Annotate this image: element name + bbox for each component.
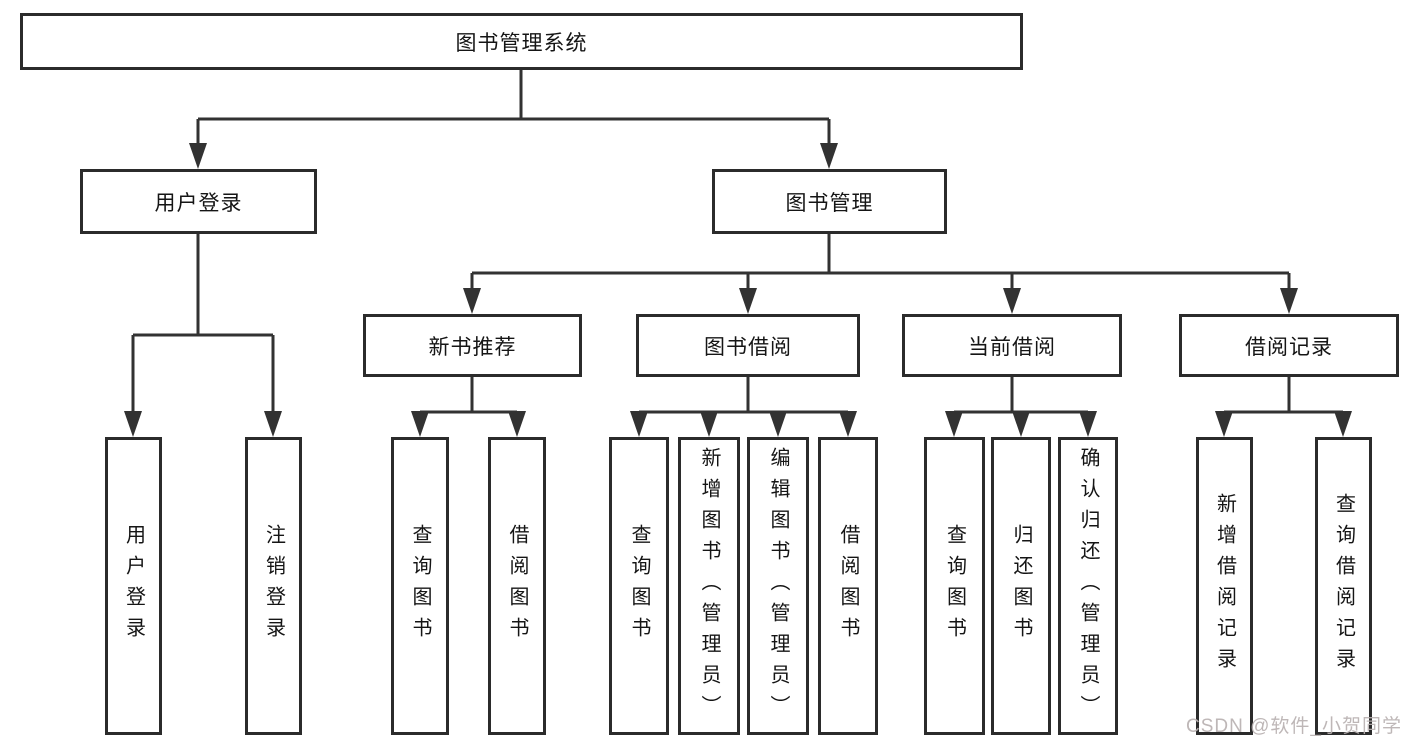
node-label: 查询图书: [628, 524, 650, 648]
connector-borrowing-records-children: [1215, 377, 1352, 437]
node-label: 编辑图书（管理员）: [767, 446, 789, 726]
node-label: 查询图书: [409, 524, 431, 648]
node-label: 新增借阅记录: [1213, 493, 1236, 679]
connector-user-login-children: [124, 234, 282, 437]
leaf-user-login: 用户登录: [105, 437, 162, 735]
leaf-query-books-recommend: 查询图书: [391, 437, 449, 735]
connector-book-management-children: [463, 234, 1298, 314]
leaf-logout: 注销登录: [245, 437, 302, 735]
node-label: 借阅图书: [506, 524, 528, 648]
leaf-edit-books-admin: 编辑图书（管理员）: [747, 437, 809, 735]
node-book-management: 图书管理: [712, 169, 947, 234]
arrow-down-icon: [1003, 288, 1021, 314]
node-label: 查询图书: [943, 524, 966, 648]
arrow-down-icon: [820, 143, 838, 169]
connector-current-borrowing-children: [945, 377, 1097, 437]
leaf-borrow-books-recommend: 借阅图书: [488, 437, 546, 735]
connector-book-borrowing-children: [630, 377, 857, 437]
node-borrowing-records: 借阅记录: [1179, 314, 1399, 377]
arrow-down-icon: [1012, 411, 1030, 437]
connector-new-book-recommend-children: [411, 377, 526, 437]
arrow-down-icon: [1079, 411, 1097, 437]
node-label: 图书管理系统: [455, 31, 588, 55]
arrow-down-icon: [463, 288, 481, 314]
node-label: 新书推荐: [428, 335, 517, 359]
node-label: 注销登录: [262, 524, 285, 648]
arrow-down-icon: [1215, 411, 1233, 437]
arrow-down-icon: [411, 411, 429, 437]
leaf-add-books-admin: 新增图书（管理员）: [678, 437, 740, 735]
arrow-down-icon: [739, 288, 757, 314]
node-label: 归还图书: [1010, 524, 1032, 648]
node-label: 用户登录: [154, 191, 243, 215]
node-label: 确认归还（管理员）: [1077, 446, 1099, 726]
arrow-down-icon: [1280, 288, 1298, 314]
leaf-query-borrow-record: 查询借阅记录: [1315, 437, 1372, 735]
arrow-down-icon: [189, 143, 207, 169]
leaf-query-books-borrowing: 查询图书: [609, 437, 669, 735]
arrow-down-icon: [124, 411, 142, 437]
node-label: 用户登录: [122, 524, 145, 648]
node-label: 当前借阅: [968, 335, 1056, 359]
arrow-down-icon: [508, 411, 526, 437]
node-current-borrowing: 当前借阅: [902, 314, 1122, 377]
node-book-borrowing: 图书借阅: [636, 314, 860, 377]
node-new-book-recommend: 新书推荐: [363, 314, 582, 377]
leaf-borrow-books: 借阅图书: [818, 437, 878, 735]
arrow-down-icon: [700, 411, 718, 437]
arrow-down-icon: [1334, 411, 1352, 437]
node-label: 新增图书（管理员）: [698, 446, 720, 726]
arrow-down-icon: [264, 411, 282, 437]
leaf-add-borrow-record: 新增借阅记录: [1196, 437, 1253, 735]
leaf-query-books-current: 查询图书: [924, 437, 985, 735]
leaf-confirm-return-admin: 确认归还（管理员）: [1058, 437, 1118, 735]
node-label: 查询借阅记录: [1332, 493, 1355, 679]
csdn-watermark: CSDN @软件_小贺同学: [1186, 716, 1402, 737]
arrow-down-icon: [839, 411, 857, 437]
node-label: 图书借阅: [704, 335, 792, 359]
node-label: 借阅图书: [837, 524, 859, 648]
arrow-down-icon: [630, 411, 648, 437]
node-label: 图书管理: [785, 191, 874, 215]
connector-root-to-level2: [189, 70, 838, 169]
node-user-login: 用户登录: [80, 169, 317, 234]
arrow-down-icon: [769, 411, 787, 437]
leaf-return-books: 归还图书: [991, 437, 1051, 735]
node-label: 借阅记录: [1245, 335, 1333, 359]
node-root-system: 图书管理系统: [20, 13, 1023, 70]
arrow-down-icon: [945, 411, 963, 437]
